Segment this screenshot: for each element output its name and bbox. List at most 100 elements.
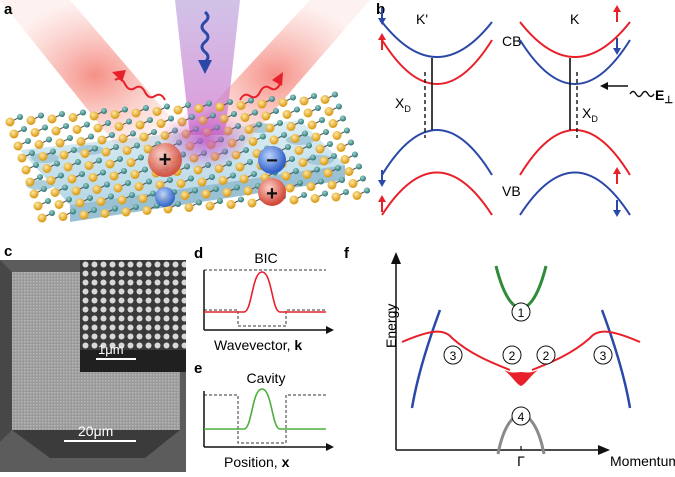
lattice-atom-chalcogen xyxy=(252,110,258,116)
valley-label-kprime: K' xyxy=(416,11,428,27)
lattice-atom-chalcogen xyxy=(121,168,127,174)
lattice-atom-chalcogen xyxy=(277,120,283,126)
panel-c: 1μm 20μm c xyxy=(0,242,190,472)
lattice-atom-chalcogen xyxy=(331,153,337,159)
branch-3-left-blue xyxy=(412,310,440,408)
lattice-atom-metal xyxy=(223,188,232,197)
vb-spin-up-kprime xyxy=(382,173,492,216)
cb-spin-down-kprime xyxy=(382,22,492,57)
lattice-atom-metal xyxy=(18,154,27,163)
lattice-atom-metal xyxy=(262,112,271,121)
region-label-2-right: 2 xyxy=(537,346,555,364)
lattice-atom-chalcogen xyxy=(33,162,39,168)
lattice-atom-chalcogen xyxy=(50,149,56,155)
lattice-atom-metal xyxy=(114,184,123,193)
lattice-atom-metal xyxy=(127,158,136,167)
lattice-atom-metal xyxy=(174,106,183,115)
vb-spin-down-k xyxy=(520,173,630,216)
lattice-atom-metal xyxy=(248,199,257,208)
lattice-atom-metal xyxy=(69,113,78,122)
lattice-atom-metal xyxy=(185,203,194,212)
panel-label-d: d xyxy=(194,245,203,262)
svg-text:2: 2 xyxy=(543,349,550,363)
lattice-atom-chalcogen xyxy=(54,161,60,167)
panel-c-sem-image: 1μm 20μm c xyxy=(0,242,190,472)
lattice-atom-chalcogen xyxy=(322,191,328,197)
lattice-atom-metal xyxy=(131,170,140,179)
f-ylabel: Energy xyxy=(383,304,399,348)
lattice-atom-chalcogen xyxy=(336,104,342,110)
lattice-atom-metal xyxy=(353,191,362,200)
lattice-atom-chalcogen xyxy=(364,188,370,194)
lattice-atom-chalcogen xyxy=(269,96,275,102)
lattice-atom-metal xyxy=(81,149,90,158)
lattice-atom-metal xyxy=(283,110,292,119)
lattice-atom-chalcogen xyxy=(175,201,181,207)
lattice-atom-metal xyxy=(122,208,131,217)
lattice-atom-chalcogen xyxy=(164,104,170,110)
lattice-atom-chalcogen xyxy=(206,101,212,107)
lattice-atom-metal xyxy=(89,173,98,182)
cb-spin-up-k xyxy=(520,22,630,57)
lattice-atom-metal xyxy=(26,178,35,187)
lattice-atom-metal xyxy=(90,112,99,121)
lattice-atom-metal xyxy=(47,176,56,185)
lattice-atom-metal xyxy=(27,116,36,125)
charge-plus-1: + xyxy=(159,147,172,172)
lattice-atom-chalcogen xyxy=(70,209,76,215)
lattice-atom-metal xyxy=(202,190,211,199)
lattice-atom-chalcogen xyxy=(88,134,94,140)
lattice-atom-metal xyxy=(98,136,107,145)
valley-label-k: K xyxy=(570,11,580,27)
lattice-atom-chalcogen xyxy=(323,129,329,135)
lattice-atom-metal xyxy=(140,133,149,142)
lattice-atom-metal xyxy=(139,194,148,203)
lattice-atom-chalcogen xyxy=(238,197,244,203)
lattice-atom-chalcogen xyxy=(294,107,300,113)
lattice-atom-metal xyxy=(111,110,120,119)
lattice-atom-metal xyxy=(333,131,342,140)
lattice-atom-metal xyxy=(181,191,190,200)
svg-text:3: 3 xyxy=(450,349,457,363)
lattice-atom-metal xyxy=(14,142,23,151)
lattice-atom-chalcogen xyxy=(209,174,215,180)
panel-a: + + − a xyxy=(0,0,370,240)
lattice-atom-chalcogen xyxy=(147,117,153,123)
lattice-atom-metal xyxy=(307,182,316,191)
exciton-label-left: XD xyxy=(395,95,411,114)
d-xlabel: Wavevector, k xyxy=(214,337,302,353)
e-xlabel: Position, x xyxy=(224,454,290,470)
lattice-atom-chalcogen xyxy=(311,93,317,99)
lattice-atom-chalcogen xyxy=(301,192,307,198)
lattice-atom-metal xyxy=(31,128,40,137)
lattice-atom-metal xyxy=(286,184,295,193)
lattice-atom-metal xyxy=(72,187,81,196)
lattice-atom-chalcogen xyxy=(318,179,324,185)
lattice-atom-chalcogen xyxy=(45,198,51,204)
lattice-atom-chalcogen xyxy=(352,152,358,158)
panel-e: e Cavity Position, x xyxy=(190,357,340,472)
lattice-atom-chalcogen xyxy=(80,110,86,116)
lattice-atom-metal xyxy=(241,113,250,122)
lattice-atom-chalcogen xyxy=(256,122,262,128)
lattice-atom-metal xyxy=(341,155,350,164)
lattice-atom-metal xyxy=(34,202,43,211)
lattice-atom-chalcogen xyxy=(327,141,333,147)
electron-ball-2 xyxy=(155,187,175,207)
lattice-atom-metal xyxy=(143,206,152,215)
lattice-atom-chalcogen xyxy=(100,170,106,176)
lattice-atom-chalcogen xyxy=(59,111,65,117)
lattice-atom-chalcogen xyxy=(87,195,93,201)
lattice-atom-metal xyxy=(287,122,296,131)
lattice-atom-metal xyxy=(43,164,52,173)
lattice-atom-chalcogen xyxy=(75,159,81,165)
panel-b-band-diagram: b K' XD K XD CB VB xyxy=(372,0,675,240)
lattice-atom-metal xyxy=(312,133,321,142)
lattice-atom-metal xyxy=(290,196,299,205)
branch-2-bottom-red xyxy=(504,370,538,386)
lattice-atom-chalcogen xyxy=(289,156,295,162)
lattice-atom-metal xyxy=(48,115,57,124)
lattice-atom-chalcogen xyxy=(113,144,119,150)
region-label-3-left: 3 xyxy=(444,346,462,364)
lattice-atom-metal xyxy=(236,163,245,172)
